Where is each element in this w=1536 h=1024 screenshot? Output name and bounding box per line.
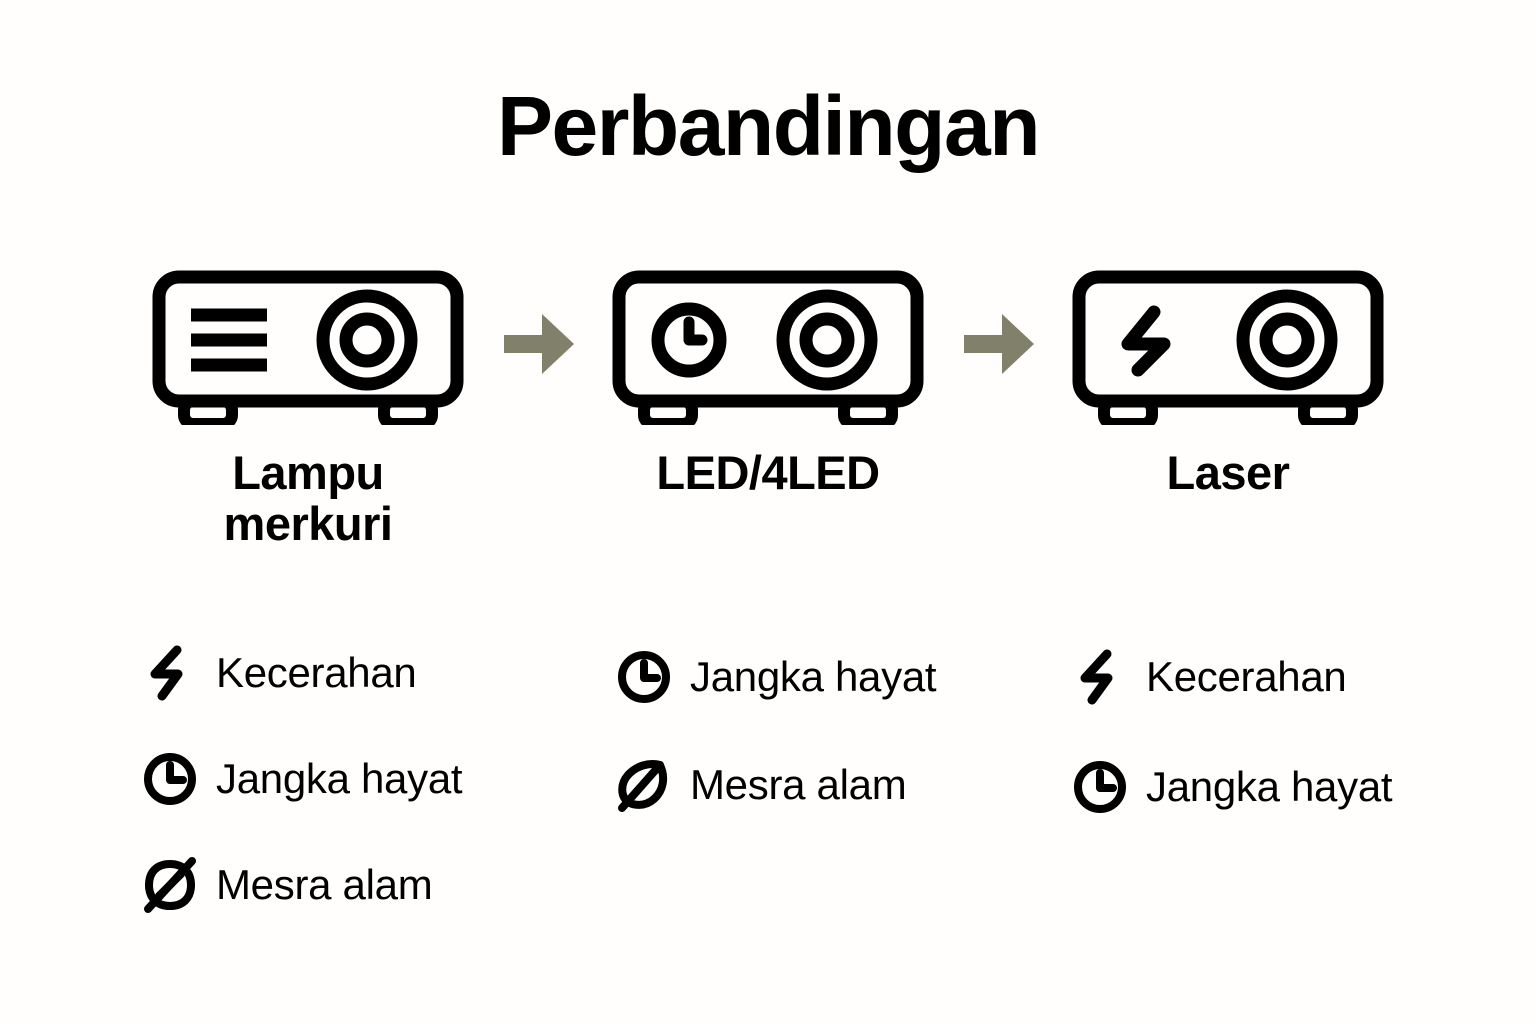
feature-label: Kecerahan: [216, 649, 417, 696]
projector-with-vents-icon: [149, 268, 467, 426]
projector-row: Lampu merkuri: [0, 268, 1536, 550]
leaf-icon: [616, 757, 672, 813]
feature-item: Jangka hayat: [616, 624, 937, 730]
feature-item: Mesra alam: [142, 832, 433, 938]
bolt-icon: [1072, 649, 1128, 705]
feature-label: Mesra alam: [690, 761, 907, 808]
column-led-4led: LED/4LED: [598, 268, 938, 499]
clock-icon: [616, 649, 672, 705]
page-title: Perbandingan: [496, 79, 1041, 173]
feature-item: Jangka hayat: [1072, 734, 1393, 840]
feature-list-laser: Kecerahan Jangka hayat: [1058, 620, 1398, 840]
column-label-line: merkuri: [223, 496, 393, 550]
arrow-right-icon-1: [478, 268, 598, 386]
leaf-slashed-icon: [142, 857, 198, 913]
feature-item: Kecerahan: [1072, 624, 1347, 730]
feature-label: Jangka hayat: [1146, 763, 1393, 810]
column-label-line: Laser: [1166, 446, 1290, 499]
column-label-line: Lampu: [232, 446, 384, 499]
projector-with-bolt-icon: [1069, 268, 1387, 426]
feature-label: Jangka hayat: [216, 755, 463, 802]
feature-item: Mesra alam: [616, 732, 907, 838]
column-label-line: LED/4LED: [656, 446, 880, 499]
feature-label: Mesra alam: [216, 861, 433, 908]
feature-list-led-4led: Jangka hayat Mesra alam: [598, 620, 938, 838]
feature-label: Jangka hayat: [690, 653, 937, 700]
column-label-led-4led: LED/4LED: [656, 446, 880, 499]
column-mercury-lamp: Lampu merkuri: [138, 268, 478, 550]
arrow-right-icon-2: [938, 268, 1058, 386]
feature-label: Kecerahan: [1146, 653, 1347, 700]
bolt-icon: [142, 645, 198, 701]
feature-item: Jangka hayat: [142, 726, 463, 832]
clock-icon: [142, 751, 198, 807]
column-laser: Laser: [1058, 268, 1398, 499]
projector-with-clock-icon: [609, 268, 927, 426]
feature-lists: Kecerahan Jangka hayat: [0, 620, 1536, 938]
feature-item: Kecerahan: [142, 620, 417, 726]
clock-icon: [1072, 759, 1128, 815]
feature-list-mercury-lamp: Kecerahan Jangka hayat: [138, 620, 478, 938]
column-label-laser: Laser: [1166, 446, 1290, 499]
column-label-mercury-lamp: Lampu merkuri: [223, 446, 393, 550]
